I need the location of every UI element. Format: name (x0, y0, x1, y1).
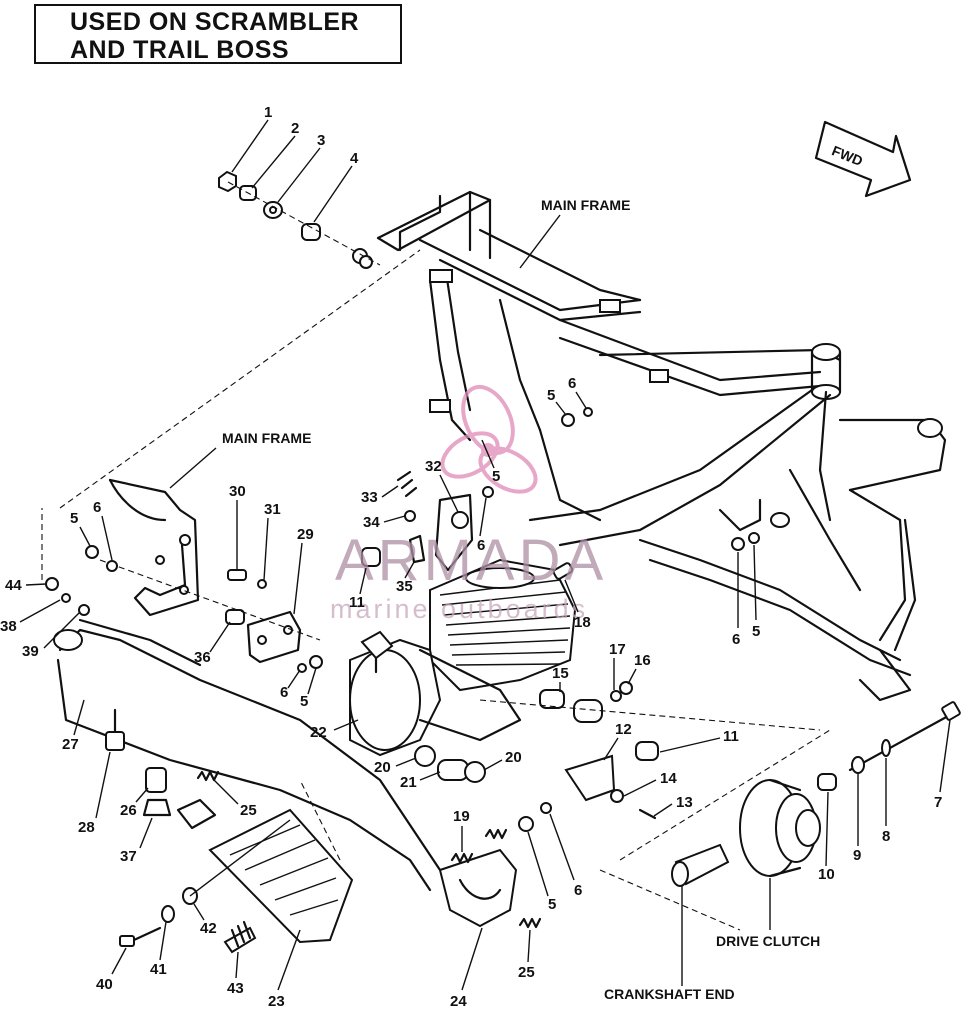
label-main-frame-top: MAIN FRAME (541, 197, 630, 213)
callout-41: 41 (150, 961, 167, 978)
callout-18: 18 (574, 614, 591, 631)
callout-26: 26 (120, 802, 137, 819)
callout-39: 39 (22, 643, 39, 660)
callout-6e: 6 (280, 684, 288, 701)
callout-22: 22 (310, 724, 327, 741)
callout-37: 37 (120, 848, 137, 865)
callout-5a: 5 (547, 387, 555, 404)
watermark-tagline: marine outboards (330, 594, 588, 624)
callout-6f: 6 (574, 882, 582, 899)
callout-29: 29 (297, 526, 314, 543)
callout-20b: 20 (505, 749, 522, 766)
watermark-brand: ARMADA (335, 528, 607, 593)
engine-assembly (349, 470, 633, 783)
callout-32: 32 (425, 458, 442, 475)
callout-1: 1 (264, 104, 272, 121)
mount-plate (41, 249, 421, 673)
callout-6b: 6 (477, 537, 485, 554)
callout-5e: 5 (300, 693, 308, 710)
callout-15: 15 (552, 665, 569, 682)
title-line-2: AND TRAIL BOSS (70, 36, 290, 64)
callout-4: 4 (350, 150, 359, 167)
callout-44: 44 (5, 577, 22, 594)
callout-6a: 6 (568, 375, 576, 392)
main-frame (376, 190, 947, 702)
label-drive-clutch: DRIVE CLUTCH (716, 933, 820, 949)
callout-35: 35 (396, 578, 413, 595)
watermark: ARMADA marine outboards (330, 384, 607, 624)
title-box: USED ON SCRAMBLER AND TRAIL BOSS (34, 4, 402, 64)
callout-14: 14 (660, 770, 677, 787)
callout-2: 2 (291, 120, 299, 137)
callouts: 1 2 3 4 5 6 32 5 33 34 6 35 11 18 6 5 5 … (0, 104, 951, 1010)
callout-25a: 25 (240, 802, 257, 819)
left-frame-bracket (108, 478, 200, 617)
callout-21: 21 (400, 774, 417, 791)
muffler-exhaust (53, 618, 542, 954)
callout-19: 19 (453, 808, 470, 825)
callout-17: 17 (609, 641, 626, 658)
callout-12: 12 (615, 721, 632, 738)
callout-10: 10 (818, 866, 835, 883)
label-crankshaft-end: CRANKSHAFT END (604, 986, 735, 1002)
callout-5c: 5 (752, 623, 760, 640)
callout-34: 34 (363, 514, 380, 531)
callout-6c: 6 (732, 631, 740, 648)
title-line-1: USED ON SCRAMBLER (70, 8, 360, 36)
callout-6d: 6 (93, 499, 101, 516)
callout-13: 13 (676, 794, 693, 811)
callout-8: 8 (882, 828, 890, 845)
label-main-frame-left: MAIN FRAME (222, 430, 311, 446)
callout-9: 9 (853, 847, 861, 864)
callout-31: 31 (264, 501, 281, 518)
callout-11b: 11 (723, 728, 739, 745)
callout-36: 36 (194, 649, 211, 666)
fwd-arrow: FWD (814, 120, 912, 198)
callout-11a: 11 (349, 594, 365, 611)
callout-38: 38 (0, 618, 17, 635)
callout-40: 40 (96, 976, 113, 993)
callout-27: 27 (62, 736, 79, 753)
callout-16: 16 (634, 652, 651, 669)
callout-23: 23 (268, 993, 285, 1010)
callout-30: 30 (229, 483, 246, 500)
callout-3: 3 (317, 132, 325, 149)
callout-33: 33 (361, 489, 378, 506)
rear-engine-bracket (479, 699, 821, 832)
drive-clutch-group (599, 701, 961, 931)
callout-5b: 5 (492, 468, 500, 485)
callout-25b: 25 (518, 964, 535, 981)
callout-7: 7 (934, 794, 942, 811)
callout-20a: 20 (374, 759, 391, 776)
frame-fasteners (45, 407, 760, 616)
callout-5d: 5 (70, 510, 78, 527)
callout-28: 28 (78, 819, 95, 836)
callout-43: 43 (227, 980, 244, 997)
callout-5f: 5 (548, 896, 556, 913)
callout-42: 42 (200, 920, 217, 937)
bushing-stack-top (218, 170, 381, 269)
callout-24: 24 (450, 993, 467, 1010)
